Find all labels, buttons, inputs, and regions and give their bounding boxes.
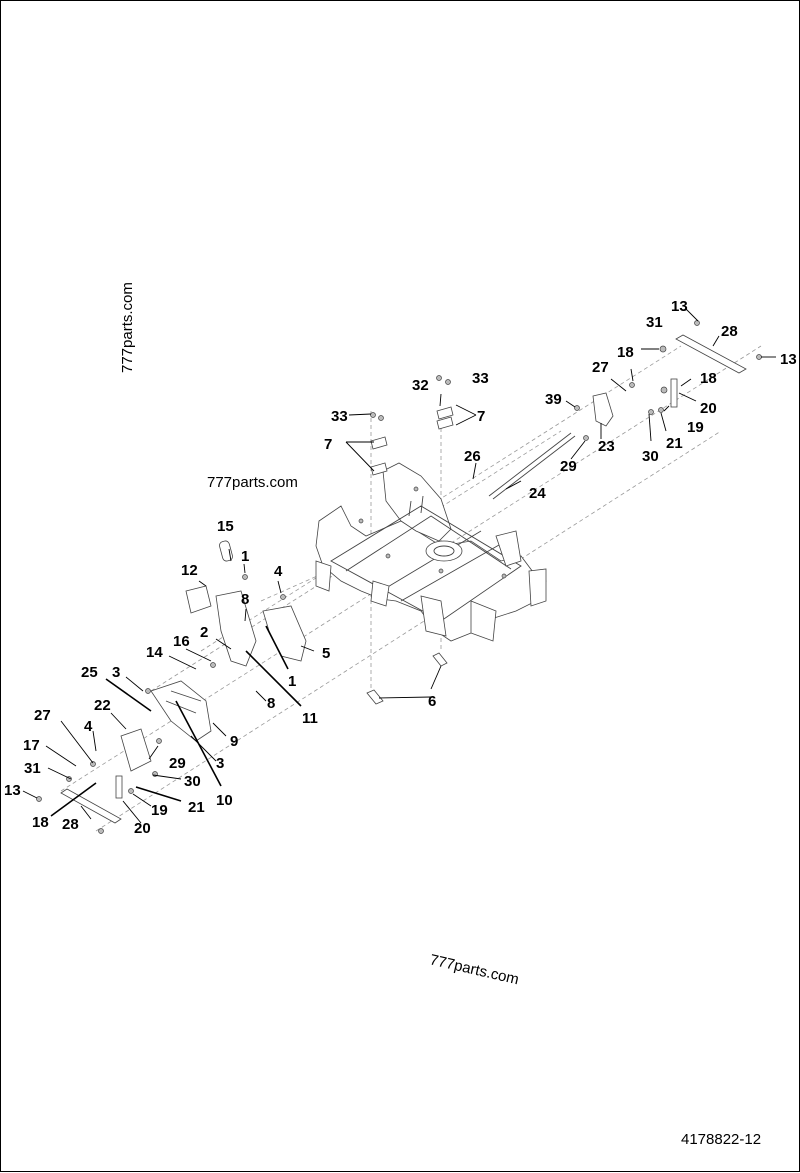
callout-3: 3 [112, 664, 120, 681]
callout-28: 28 [721, 323, 738, 340]
callout-23: 23 [598, 438, 615, 455]
callout-20: 20 [700, 400, 717, 417]
callouts: 13 28 13 31 18 27 18 20 19 21 30 39 23 2… [4, 298, 797, 837]
callout-13: 13 [671, 298, 688, 315]
callout-26: 26 [464, 448, 481, 465]
main-frame [315, 462, 547, 642]
callout-8: 8 [267, 695, 275, 712]
callout-7: 7 [324, 436, 332, 453]
callout-18: 18 [700, 370, 717, 387]
callout-11: 11 [302, 710, 318, 727]
callout-1: 1 [288, 673, 296, 690]
callout-18: 18 [32, 814, 49, 831]
callout-12: 12 [181, 562, 198, 579]
callout-14: 14 [146, 644, 163, 661]
callout-25: 25 [81, 664, 98, 681]
callout-15: 15 [217, 518, 234, 535]
callout-31: 31 [24, 760, 41, 777]
callout-7: 7 [477, 408, 485, 425]
callout-29: 29 [560, 458, 577, 475]
leader-lines [22, 308, 776, 824]
callout-31: 31 [646, 314, 663, 331]
callout-27: 27 [592, 359, 609, 376]
callout-19: 19 [687, 419, 704, 436]
callout-39: 39 [545, 391, 562, 408]
callout-10: 10 [216, 792, 233, 809]
callout-17: 17 [23, 737, 40, 754]
lower-links [366, 652, 448, 705]
callout-13: 13 [780, 351, 797, 368]
callout-5: 5 [322, 645, 330, 662]
callout-32: 32 [412, 377, 429, 394]
callout-4: 4 [274, 563, 283, 580]
callout-8: 8 [241, 591, 249, 608]
callout-30: 30 [642, 448, 659, 465]
callout-29: 29 [169, 755, 186, 772]
watermark: 777parts.com [207, 474, 298, 491]
callout-33: 33 [472, 370, 489, 387]
callout-28: 28 [62, 816, 79, 833]
callout-4: 4 [84, 718, 93, 735]
callout-13: 13 [4, 782, 21, 799]
callout-20: 20 [134, 820, 151, 837]
callout-30: 30 [184, 773, 201, 790]
watermark: 777parts.com [428, 951, 520, 988]
callout-24: 24 [529, 485, 546, 502]
top-brackets [370, 375, 454, 476]
callout-21: 21 [666, 435, 683, 452]
callout-16: 16 [173, 633, 190, 650]
callout-22: 22 [94, 697, 111, 714]
callout-9: 9 [230, 733, 238, 750]
callout-19: 19 [151, 802, 168, 819]
callout-18: 18 [617, 344, 634, 361]
callout-6: 6 [428, 693, 436, 710]
callout-27: 27 [34, 707, 51, 724]
callout-2: 2 [200, 624, 208, 641]
document-number: 4178822-12 [681, 1131, 761, 1148]
callout-21: 21 [188, 799, 205, 816]
callout-33: 33 [331, 408, 348, 425]
watermark: 777parts.com [119, 282, 136, 373]
callout-1: 1 [241, 548, 249, 565]
left-parts [36, 540, 307, 834]
callout-3: 3 [216, 755, 224, 772]
right-parts [488, 320, 762, 500]
